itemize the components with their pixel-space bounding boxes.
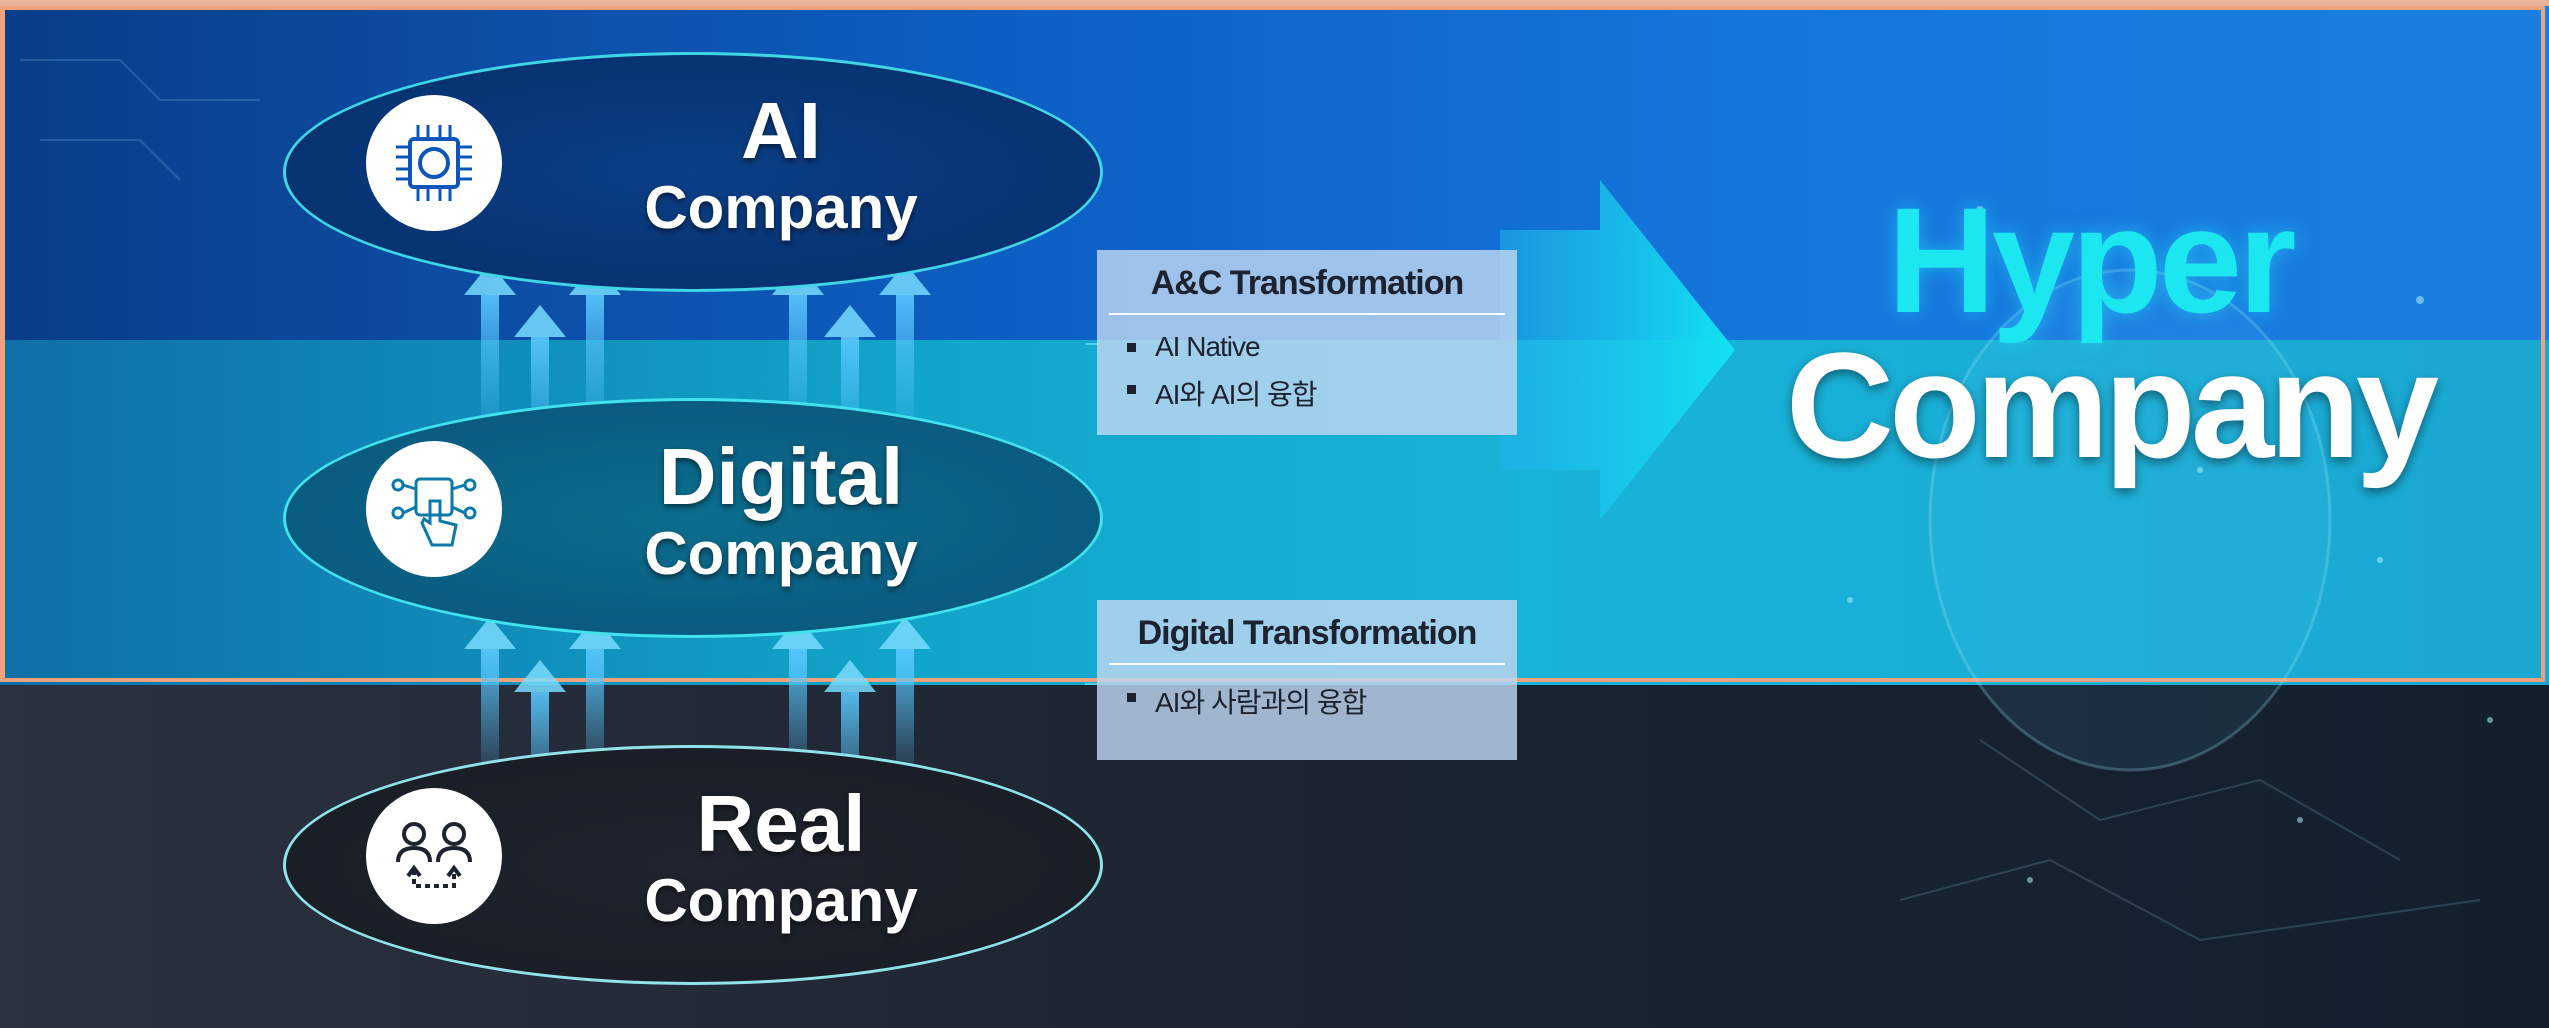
ac-transformation-box: A&C Transformation AI Native AI와 AI의 융합: [1097, 250, 1517, 435]
hyper-company-heading: Hyper Company: [1760, 185, 2460, 489]
upward-arrow: [464, 263, 516, 435]
upward-arrow: [464, 617, 516, 779]
touch-network-icon: [366, 441, 502, 577]
people-exchange-icon: [366, 788, 502, 924]
real-company-subtitle: Company: [644, 867, 918, 934]
digital-company-title: Digital: [658, 432, 904, 521]
company-word: Company: [1785, 321, 2439, 489]
hyper-word: Hyper: [1887, 176, 2296, 344]
digital-transformation-box: Digital Transformation AI와 사람과의 융합: [1097, 600, 1517, 760]
ac-transformation-title: A&C Transformation: [1109, 250, 1505, 315]
big-right-arrow: [1500, 180, 1735, 520]
digital-company-ellipse: Digital Company: [283, 398, 1103, 638]
ai-company-ellipse: AI Company: [283, 52, 1103, 292]
ac-transformation-list: AI Native AI와 AI의 융합: [1097, 315, 1517, 413]
ai-company-title: AI: [741, 86, 821, 175]
list-item: AI와 사람과의 융합: [1127, 681, 1517, 721]
list-item: AI와 AI의 융합: [1127, 373, 1517, 413]
top-border-line: [0, 0, 2549, 6]
list-item: AI Native: [1127, 331, 1517, 363]
ai-chip-icon: [366, 95, 502, 231]
digital-transformation-list: AI와 사람과의 융합: [1097, 665, 1517, 721]
digital-transformation-title: Digital Transformation: [1109, 600, 1505, 665]
connector-line: [1085, 683, 1099, 685]
real-company-ellipse: Real Company: [283, 745, 1103, 985]
upward-arrow: [879, 617, 931, 779]
ai-company-subtitle: Company: [644, 174, 918, 241]
connector-line: [1085, 343, 1099, 345]
real-company-title: Real: [696, 779, 866, 868]
digital-company-subtitle: Company: [644, 520, 918, 587]
upward-arrow: [879, 263, 931, 435]
